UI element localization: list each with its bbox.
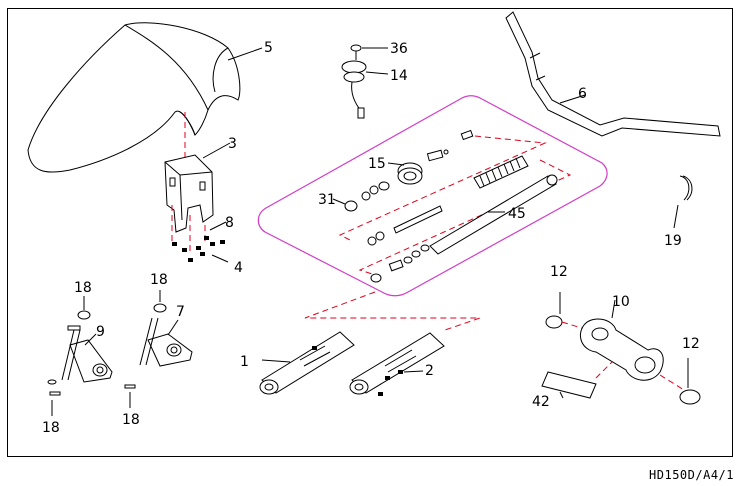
front-fender (27, 22, 263, 173)
callout-2: 2 (425, 363, 434, 379)
callout-12-right: 12 (682, 336, 700, 352)
callout-4: 4 (234, 260, 243, 276)
fork-internal-parts (332, 129, 558, 283)
steering-cap-and-nut (341, 44, 389, 119)
callout-8: 8 (225, 215, 234, 231)
clip-ring (673, 175, 693, 229)
fork-leg-right (349, 332, 445, 396)
fender-bracket (164, 142, 231, 233)
cross-bracket-assembly (541, 292, 701, 405)
drawing-frame (7, 8, 733, 457)
callout-12-left: 12 (550, 264, 568, 280)
callout-18-top-mid: 18 (150, 272, 168, 288)
handlebar (505, 11, 721, 137)
callout-15: 15 (368, 156, 386, 172)
callout-labels: 5 3 8 4 36 14 6 15 31 45 19 18 9 18 7 18… (42, 40, 700, 436)
callout-42: 42 (532, 394, 550, 410)
callout-7: 7 (176, 304, 185, 320)
callout-18-bottom-mid: 18 (122, 412, 140, 428)
callout-36: 36 (390, 41, 408, 57)
callout-10: 10 (612, 294, 630, 310)
bracket-screws (172, 221, 229, 263)
callout-19: 19 (664, 233, 682, 249)
callout-18-top-left: 18 (74, 280, 92, 296)
callout-1: 1 (240, 354, 249, 370)
mount-bracket-7 (124, 290, 193, 408)
callout-18-bottom-left: 18 (42, 420, 60, 436)
callout-45: 45 (508, 206, 526, 222)
callout-9: 9 (96, 324, 105, 340)
callout-3: 3 (228, 136, 237, 152)
mount-bracket-9 (47, 296, 113, 416)
callout-5: 5 (264, 40, 273, 56)
drawing-code: HD150D/A4/1 (649, 468, 734, 482)
fork-internals-group-box (257, 95, 608, 297)
callout-6: 6 (578, 86, 587, 102)
callout-14: 14 (390, 68, 408, 84)
callout-31: 31 (318, 192, 336, 208)
fork-leg-left (259, 331, 355, 395)
